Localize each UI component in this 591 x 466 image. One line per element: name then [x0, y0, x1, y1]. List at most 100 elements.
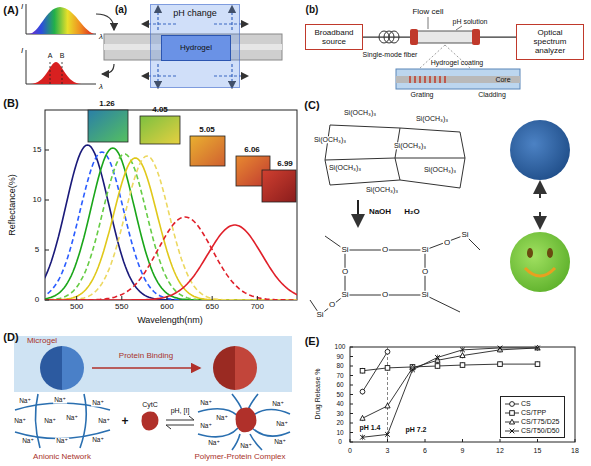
region-label: pH 7.2	[404, 426, 427, 433]
release-curves-part	[363, 348, 538, 437]
double-arrow	[539, 182, 541, 228]
axis-tick: 700	[251, 303, 264, 311]
tick-marks-part	[500, 439, 501, 442]
legend-marker-part	[510, 401, 515, 406]
ion-label: Na⁺	[65, 415, 79, 422]
tick-marks-part	[45, 150, 49, 151]
ion-label: Na⁺	[271, 401, 285, 408]
equilibrium-arrow	[166, 416, 194, 429]
tick-marks-part	[350, 366, 353, 367]
sample-photos-part	[190, 136, 225, 166]
reagent: H₂O	[404, 208, 420, 216]
panel-letter: (E)	[305, 336, 320, 348]
reflectance-curves-part	[45, 156, 297, 300]
peak-label: A	[48, 52, 53, 59]
panel-letter: (a)	[115, 5, 127, 16]
smiley-film	[510, 232, 570, 292]
fiber-setup-part	[410, 29, 418, 45]
tick-marks-part	[45, 250, 49, 251]
siloxane-network-part	[310, 235, 480, 315]
tick-marks-part	[45, 200, 49, 201]
fiber-setup-part-part	[444, 76, 446, 83]
double-arrow-part	[539, 212, 541, 228]
reflectance-curves-part	[45, 217, 297, 300]
part-label: Grating	[411, 91, 434, 98]
release-curves-part	[535, 362, 540, 367]
reflectance-curves-part	[45, 152, 297, 300]
fiber-setup-part-part	[409, 76, 411, 83]
spectrum-sketch-part	[28, 7, 94, 34]
axis-tick: 550	[115, 303, 128, 311]
ion-label: Na⁺	[43, 418, 57, 425]
fiber-setup-part	[428, 17, 429, 29]
release-curves-part	[385, 403, 390, 408]
smiley-film-part	[525, 268, 555, 276]
fiber-setup-part	[389, 31, 399, 43]
fiber-setup-part-part	[429, 76, 431, 83]
ion-label: Na⁺	[55, 438, 69, 445]
complex-network-part	[232, 394, 242, 410]
tick-marks-part	[350, 385, 353, 386]
panel-letter: (D)	[3, 332, 18, 344]
release-curves-part	[385, 432, 390, 437]
anionic-network	[15, 394, 110, 448]
ion-label: Na⁺	[53, 397, 67, 404]
axis-tick: 9	[461, 447, 465, 454]
chem-group: Si(OCH₃)₃	[328, 164, 362, 171]
axis-label: I	[21, 3, 23, 11]
axis-tick: 6	[423, 447, 427, 454]
part-label: Hydrogel coating	[431, 59, 484, 66]
axis-title: Drug Release %	[314, 369, 321, 420]
tick-marks-part	[350, 394, 353, 395]
legend-row: CS/T50/D50	[505, 426, 560, 435]
legend-marker	[505, 418, 519, 426]
ion-label: Na⁺	[91, 400, 105, 407]
axis-tick: 15	[33, 146, 42, 154]
ion-label: Na⁺	[239, 443, 253, 450]
smiley-film-part	[510, 232, 570, 292]
legend-marker-part	[510, 410, 515, 415]
blue-film	[510, 120, 570, 180]
axis-tick: 60	[336, 382, 343, 389]
ph-divider	[387, 347, 388, 442]
part-label: Cladding	[478, 91, 506, 98]
ion-label: Na⁺	[18, 398, 32, 405]
double-arrow-part	[539, 182, 541, 198]
ph-value: 5.05	[199, 126, 215, 134]
atom-label: Si	[340, 246, 349, 254]
tick-marks	[45, 150, 257, 300]
microgel-part	[62, 346, 84, 390]
ph-value: 6.06	[244, 146, 260, 154]
spectrum-sketch-part	[30, 62, 82, 84]
atom-label: O	[381, 246, 389, 254]
legend-text: CS/TPP	[521, 409, 546, 416]
fiber-setup-part	[396, 69, 520, 89]
microgel-part	[40, 346, 62, 390]
spectrum-sketch-part	[62, 62, 63, 84]
part-label: CytC	[142, 401, 158, 408]
sample-photos	[88, 110, 296, 202]
legend-marker	[505, 400, 519, 408]
tick-marks-part	[350, 413, 353, 414]
fiber-setup-part	[410, 76, 445, 83]
release-curves-part	[385, 366, 390, 371]
source-box: Broadband source	[305, 24, 363, 50]
anionic-network-part	[35, 394, 40, 448]
part-label: Core	[495, 76, 510, 83]
siloxane-network	[310, 235, 480, 315]
axis-tick: 12	[496, 447, 504, 454]
ion-label: Na⁺	[199, 400, 213, 407]
chem-group: Si(OCH₃)₃	[365, 186, 399, 193]
ph-value: 6.99	[277, 160, 293, 168]
axis-title: Reflectance(%)	[8, 174, 17, 236]
atom-label: O	[381, 291, 389, 299]
legend-text: CS/T50/D50	[521, 427, 560, 434]
axis-title: Wavelength(nm)	[137, 316, 203, 325]
axis-tick: 70	[336, 372, 343, 379]
atom-label: Si	[315, 311, 324, 319]
part-label: Microgel	[27, 337, 57, 345]
atom-label: O	[328, 301, 336, 309]
bound-microgel-part	[235, 346, 257, 390]
axis-tick: 10	[33, 196, 42, 204]
axis-tick: 10	[336, 429, 343, 436]
